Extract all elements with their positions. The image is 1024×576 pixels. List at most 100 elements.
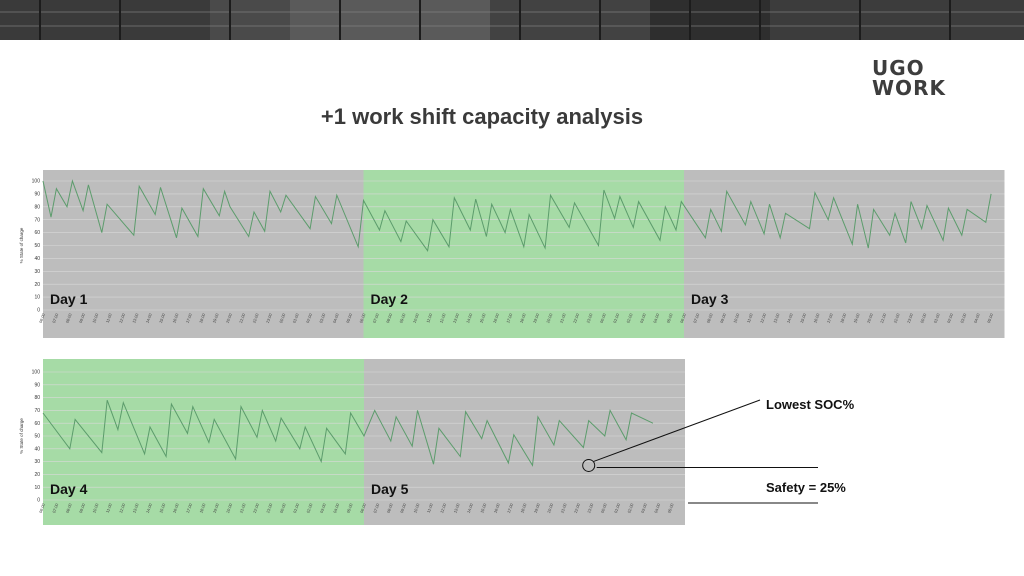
x-tick-label: 15:00	[479, 312, 487, 324]
panel-band-day-2	[363, 170, 684, 338]
x-tick-label: 02:00	[946, 312, 954, 324]
x-tick-label: 07:00	[51, 502, 59, 514]
x-tick-label: 05:00	[345, 502, 353, 514]
x-tick-label: 16:00	[171, 312, 179, 324]
x-tick-label: 23:00	[265, 502, 273, 514]
x-tick-label: 15:00	[158, 312, 166, 324]
x-tick-label: 07:00	[372, 312, 380, 324]
x-tick-label: 21:00	[238, 312, 246, 324]
x-tick-label: 22:00	[892, 312, 900, 324]
x-tick-label: 14:00	[466, 502, 474, 514]
safety-label: Safety = 25%	[766, 480, 846, 495]
page-title: +1 work shift capacity analysis	[320, 104, 644, 129]
x-tick-label: 12:00	[118, 502, 126, 514]
x-tick-label: 12:00	[439, 502, 447, 514]
x-tick-label: 16:00	[492, 312, 500, 324]
x-tick-label: 23:00	[265, 312, 273, 324]
x-tick-label: 17:00	[185, 312, 193, 324]
x-tick-label: 11:00	[105, 502, 113, 514]
x-tick-label: 09:00	[78, 502, 86, 514]
x-tick-label: 21:00	[238, 502, 246, 514]
x-tick-label: 20:00	[225, 312, 233, 324]
x-tick-label: 01:00	[933, 312, 941, 324]
x-tick-label: 17:00	[506, 502, 514, 514]
y-tick-label: 90	[34, 192, 40, 198]
x-tick-label: 03:00	[959, 312, 967, 324]
x-tick-label: 05:00	[986, 312, 994, 324]
x-tick-label: 19:00	[532, 312, 540, 324]
x-tick-label: 18:00	[519, 502, 527, 514]
x-tick-label: 10:00	[732, 312, 740, 324]
x-tick-label: 19:00	[211, 312, 219, 324]
x-tick-label: 19:00	[212, 502, 220, 514]
x-tick-label: 17:00	[826, 312, 834, 324]
lowest-soc-callout-line	[593, 399, 761, 462]
y-tick-label: 60	[34, 230, 40, 236]
y-tick-label: 10	[34, 295, 40, 301]
y-axis-label: % State of charge	[19, 418, 24, 454]
x-tick-label: 15:00	[799, 312, 807, 324]
x-tick-label: 13:00	[452, 312, 460, 324]
panel-band-day-4	[43, 359, 364, 525]
panel-band-day-3	[684, 170, 1005, 338]
x-tick-label: 13:00	[452, 502, 460, 514]
x-tick-label: 00:00	[600, 502, 608, 514]
x-tick-label: 22:00	[252, 502, 260, 514]
x-tick-label: 23:00	[586, 502, 594, 514]
y-tick-label: 0	[37, 498, 40, 504]
x-tick-label: 20:00	[546, 502, 554, 514]
x-tick-label: 05:00	[345, 312, 353, 324]
x-tick-label: 04:00	[332, 312, 340, 324]
x-tick-label: 13:00	[772, 312, 780, 324]
x-tick-label: 18:00	[519, 312, 527, 324]
x-tick-label: 19:00	[852, 312, 860, 324]
y-tick-label: 70	[34, 217, 40, 223]
day-label-3: Day 3	[691, 291, 729, 307]
y-tick-label: 20	[34, 472, 40, 478]
y-tick-label: 100	[32, 370, 41, 376]
x-tick-label: 23:00	[585, 312, 593, 324]
y-tick-label: 30	[34, 459, 40, 465]
y-tick-label: 30	[34, 269, 40, 275]
x-tick-label: 00:00	[599, 312, 607, 324]
x-tick-label: 15:00	[158, 502, 166, 514]
x-tick-label: 09:00	[78, 312, 86, 324]
x-tick-label: 03:00	[640, 502, 648, 514]
y-tick-label: 10	[34, 485, 40, 491]
x-tick-label: 09:00	[398, 312, 406, 324]
x-tick-label: 02:00	[626, 502, 634, 514]
y-tick-label: 80	[34, 395, 40, 401]
x-tick-label: 18:00	[198, 312, 206, 324]
x-tick-label: 02:00	[625, 312, 633, 324]
x-tick-label: 22:00	[572, 312, 580, 324]
header-banner	[0, 0, 1024, 40]
x-tick-label: 07:00	[51, 312, 59, 324]
y-tick-label: 40	[34, 446, 40, 452]
x-tick-label: 06:00	[38, 312, 46, 324]
x-tick-label: 00:00	[279, 502, 287, 514]
x-tick-label: 10:00	[91, 502, 99, 514]
x-tick-label: 05:00	[666, 502, 674, 514]
x-tick-label: 13:00	[131, 502, 139, 514]
x-tick-label: 08:00	[65, 502, 73, 514]
x-tick-label: 21:00	[559, 502, 567, 514]
x-tick-label: 12:00	[438, 312, 446, 324]
x-tick-label: 04:00	[652, 312, 660, 324]
x-tick-label: 20:00	[545, 312, 553, 324]
x-tick-label: 23:00	[906, 312, 914, 324]
x-tick-label: 02:00	[305, 312, 313, 324]
x-tick-label: 08:00	[386, 502, 394, 514]
x-tick-label: 22:00	[573, 502, 581, 514]
warehouse-banner-image	[0, 0, 1024, 40]
x-tick-label: 08:00	[385, 312, 393, 324]
x-tick-label: 14:00	[145, 502, 153, 514]
x-tick-label: 16:00	[493, 502, 501, 514]
x-tick-label: 05:00	[665, 312, 673, 324]
y-axis-label: % State of charge	[19, 227, 24, 263]
x-tick-label: 19:00	[533, 502, 541, 514]
soc-series-line	[42, 179, 992, 252]
x-tick-label: 01:00	[292, 312, 300, 324]
x-tick-label: 20:00	[225, 502, 233, 514]
x-tick-label: 09:00	[399, 502, 407, 514]
